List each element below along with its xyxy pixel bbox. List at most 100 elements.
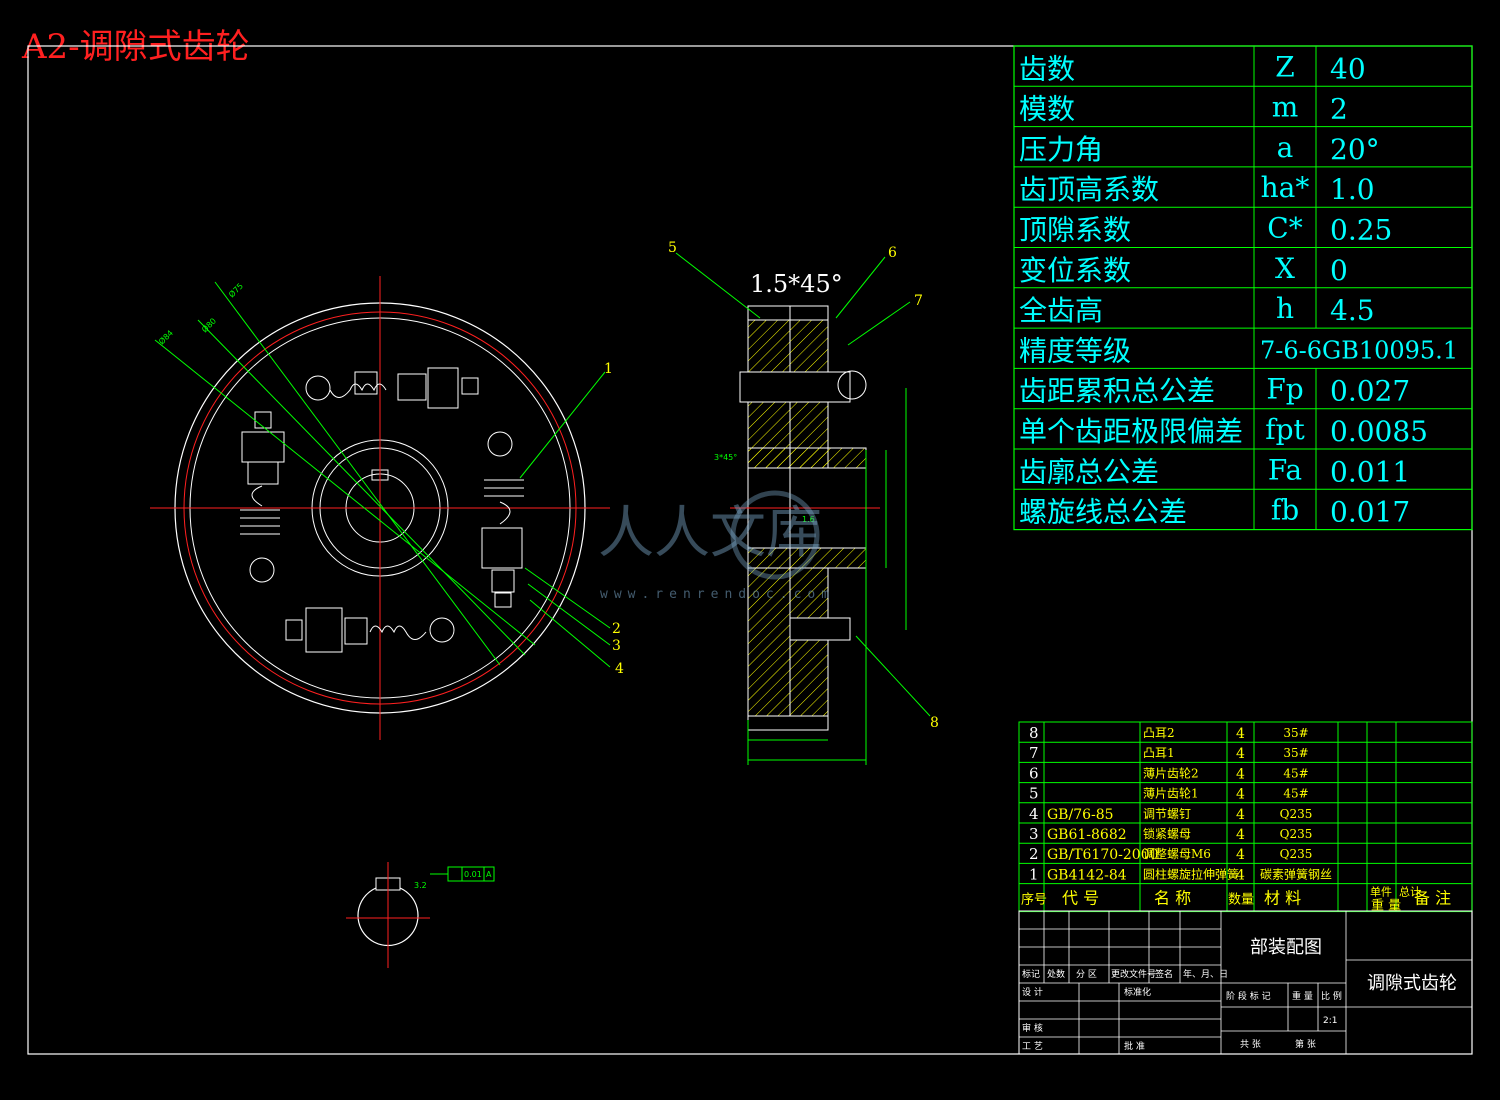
- bom-header-material: 材 料: [1264, 889, 1301, 908]
- bom-material: Q235: [1280, 847, 1313, 861]
- label-weight: 重 量: [1292, 990, 1313, 1002]
- roughness-label: 3.2: [414, 881, 427, 890]
- label-review: 审 核: [1022, 1022, 1043, 1034]
- section-bottom: [747, 567, 829, 717]
- tooth-top: [747, 305, 829, 321]
- gear-section-view: 1.5*45° 3*45° 1.6 5 6 7 8: [668, 240, 939, 765]
- lug-upper: [739, 371, 851, 403]
- bom-code: GB/T6170-2000: [1047, 847, 1159, 863]
- part-name: 调隙式齿轮: [1367, 973, 1457, 994]
- label-standardize: 标准化: [1124, 986, 1151, 998]
- lug-lower: [789, 617, 851, 641]
- param-name: 齿顶高系数: [1019, 173, 1159, 206]
- label-total-sheets: 共 张: [1240, 1039, 1261, 1050]
- dim-d80: Ø80: [199, 316, 218, 335]
- param-name: 齿廓总公差: [1019, 455, 1159, 488]
- spring-assembly-top: [305, 367, 479, 409]
- bom-no: 6: [1029, 764, 1039, 782]
- label-ratio: 比 例: [1321, 990, 1342, 1002]
- bom-header-code: 代 号: [1062, 889, 1099, 908]
- section-dimensions: [675, 252, 931, 765]
- bom-no: 3: [1029, 825, 1039, 843]
- bom-material: 35#: [1283, 746, 1308, 760]
- title-block: 部装配图 调隙式齿轮 2:1 标记 处数 分 区 更改文件号 签名 年、月、日 …: [1018, 910, 1473, 1055]
- chamfer-label: 1.5*45°: [750, 270, 843, 298]
- label-sheet-no: 第 张: [1295, 1038, 1316, 1050]
- bom-material: 45#: [1283, 787, 1308, 801]
- param-symbol: fpt: [1265, 413, 1305, 446]
- bom-code: GB/76-85: [1047, 807, 1114, 823]
- param-value: 0.027: [1330, 375, 1410, 408]
- bom-name: 调整螺母M6: [1143, 846, 1211, 861]
- bom-qty: 4: [1236, 726, 1245, 742]
- label-sign: 签名: [1155, 968, 1173, 980]
- param-value: 0.017: [1330, 496, 1410, 529]
- bom-frame: [1018, 721, 1473, 913]
- bom-name: 薄片齿轮1: [1143, 786, 1199, 801]
- bom-code: GB4142-84: [1047, 867, 1127, 883]
- bom-material: Q235: [1280, 807, 1313, 821]
- param-value: 0.011: [1330, 455, 1410, 488]
- bom-code: GB61-8682: [1047, 827, 1127, 843]
- label-stage-mark: 阶 段 标 记: [1226, 990, 1271, 1002]
- param-symbol: m: [1272, 91, 1299, 124]
- spring-assembly-left: [240, 411, 285, 583]
- callout-7: 7: [914, 293, 923, 309]
- bom-no: 7: [1029, 744, 1039, 762]
- label-mark: 标记: [1022, 968, 1040, 980]
- callout-6: 6: [888, 245, 897, 261]
- bom-name: 凸耳1: [1143, 746, 1175, 760]
- param-name: 单个齿距极限偏差: [1019, 415, 1243, 448]
- bom-no: 4: [1029, 805, 1039, 823]
- bom-header-total_weight: 总计: [1399, 885, 1421, 899]
- bom-header-no: 序号: [1021, 893, 1047, 908]
- bom-no: 1: [1029, 865, 1039, 883]
- dim-chamfer-3: 3*45°: [714, 453, 737, 462]
- param-name: 顶隙系数: [1019, 214, 1131, 247]
- spring-assembly-right: [481, 431, 524, 608]
- callout-1: 1: [604, 361, 613, 377]
- param-symbol: fb: [1271, 494, 1299, 527]
- dim-d75: Ø75: [226, 281, 245, 300]
- bom-name: 薄片齿轮2: [1143, 765, 1199, 780]
- watermark: 人人文库 www.renrendoc.com: [598, 490, 829, 602]
- param-symbol: Z: [1275, 50, 1294, 83]
- bom-material: 35#: [1283, 726, 1308, 740]
- param-symbol: Fp: [1266, 373, 1303, 406]
- param-symbol: C*: [1267, 212, 1302, 245]
- param-value: 0.25: [1330, 214, 1392, 247]
- param-name: 齿距累积总公差: [1019, 375, 1215, 408]
- param-value: 20°: [1330, 133, 1380, 166]
- param-name: 齿数: [1019, 52, 1075, 85]
- bom-name: 调节螺钉: [1143, 807, 1191, 821]
- watermark-main: 人人文库: [598, 501, 822, 566]
- param-name: 压力角: [1019, 133, 1103, 166]
- bom-material: 45#: [1283, 766, 1308, 780]
- param-value: 4.5: [1330, 294, 1375, 327]
- label-approve: 批 准: [1124, 1040, 1145, 1052]
- param-name: 变位系数: [1019, 254, 1131, 287]
- bom-material: 碳素弹簧钢丝: [1260, 866, 1332, 881]
- drawing-type: 部装配图: [1250, 937, 1322, 958]
- bom-header-name: 名 称: [1154, 889, 1191, 908]
- datum-ref: A: [486, 870, 492, 879]
- label-count: 处数: [1047, 968, 1065, 980]
- tooth-bottom: [747, 715, 829, 731]
- label-change-doc: 更改文件号: [1111, 968, 1156, 980]
- label-date: 年、月、日: [1183, 968, 1228, 980]
- gear-front-view: Ø75 Ø80 Ø84 1 2 3 4: [150, 276, 624, 740]
- spring-assembly-bottom: [285, 607, 455, 653]
- param-name: 螺旋线总公差: [1019, 496, 1187, 529]
- section-hub-top: [747, 447, 867, 469]
- label-process: 工 艺: [1022, 1041, 1043, 1052]
- bom-header-weight: 重 量: [1371, 898, 1401, 914]
- callout-8: 8: [930, 715, 939, 731]
- param-value: 40: [1330, 52, 1366, 85]
- param-value: 2: [1330, 93, 1348, 126]
- callout-2: 2: [612, 621, 621, 637]
- bom-name: 圆柱螺旋拉伸弹簧: [1143, 866, 1239, 881]
- lug-upper-eye: [837, 370, 867, 400]
- bom-qty: 4: [1236, 746, 1245, 762]
- bom-header-qty: 数量: [1228, 893, 1254, 908]
